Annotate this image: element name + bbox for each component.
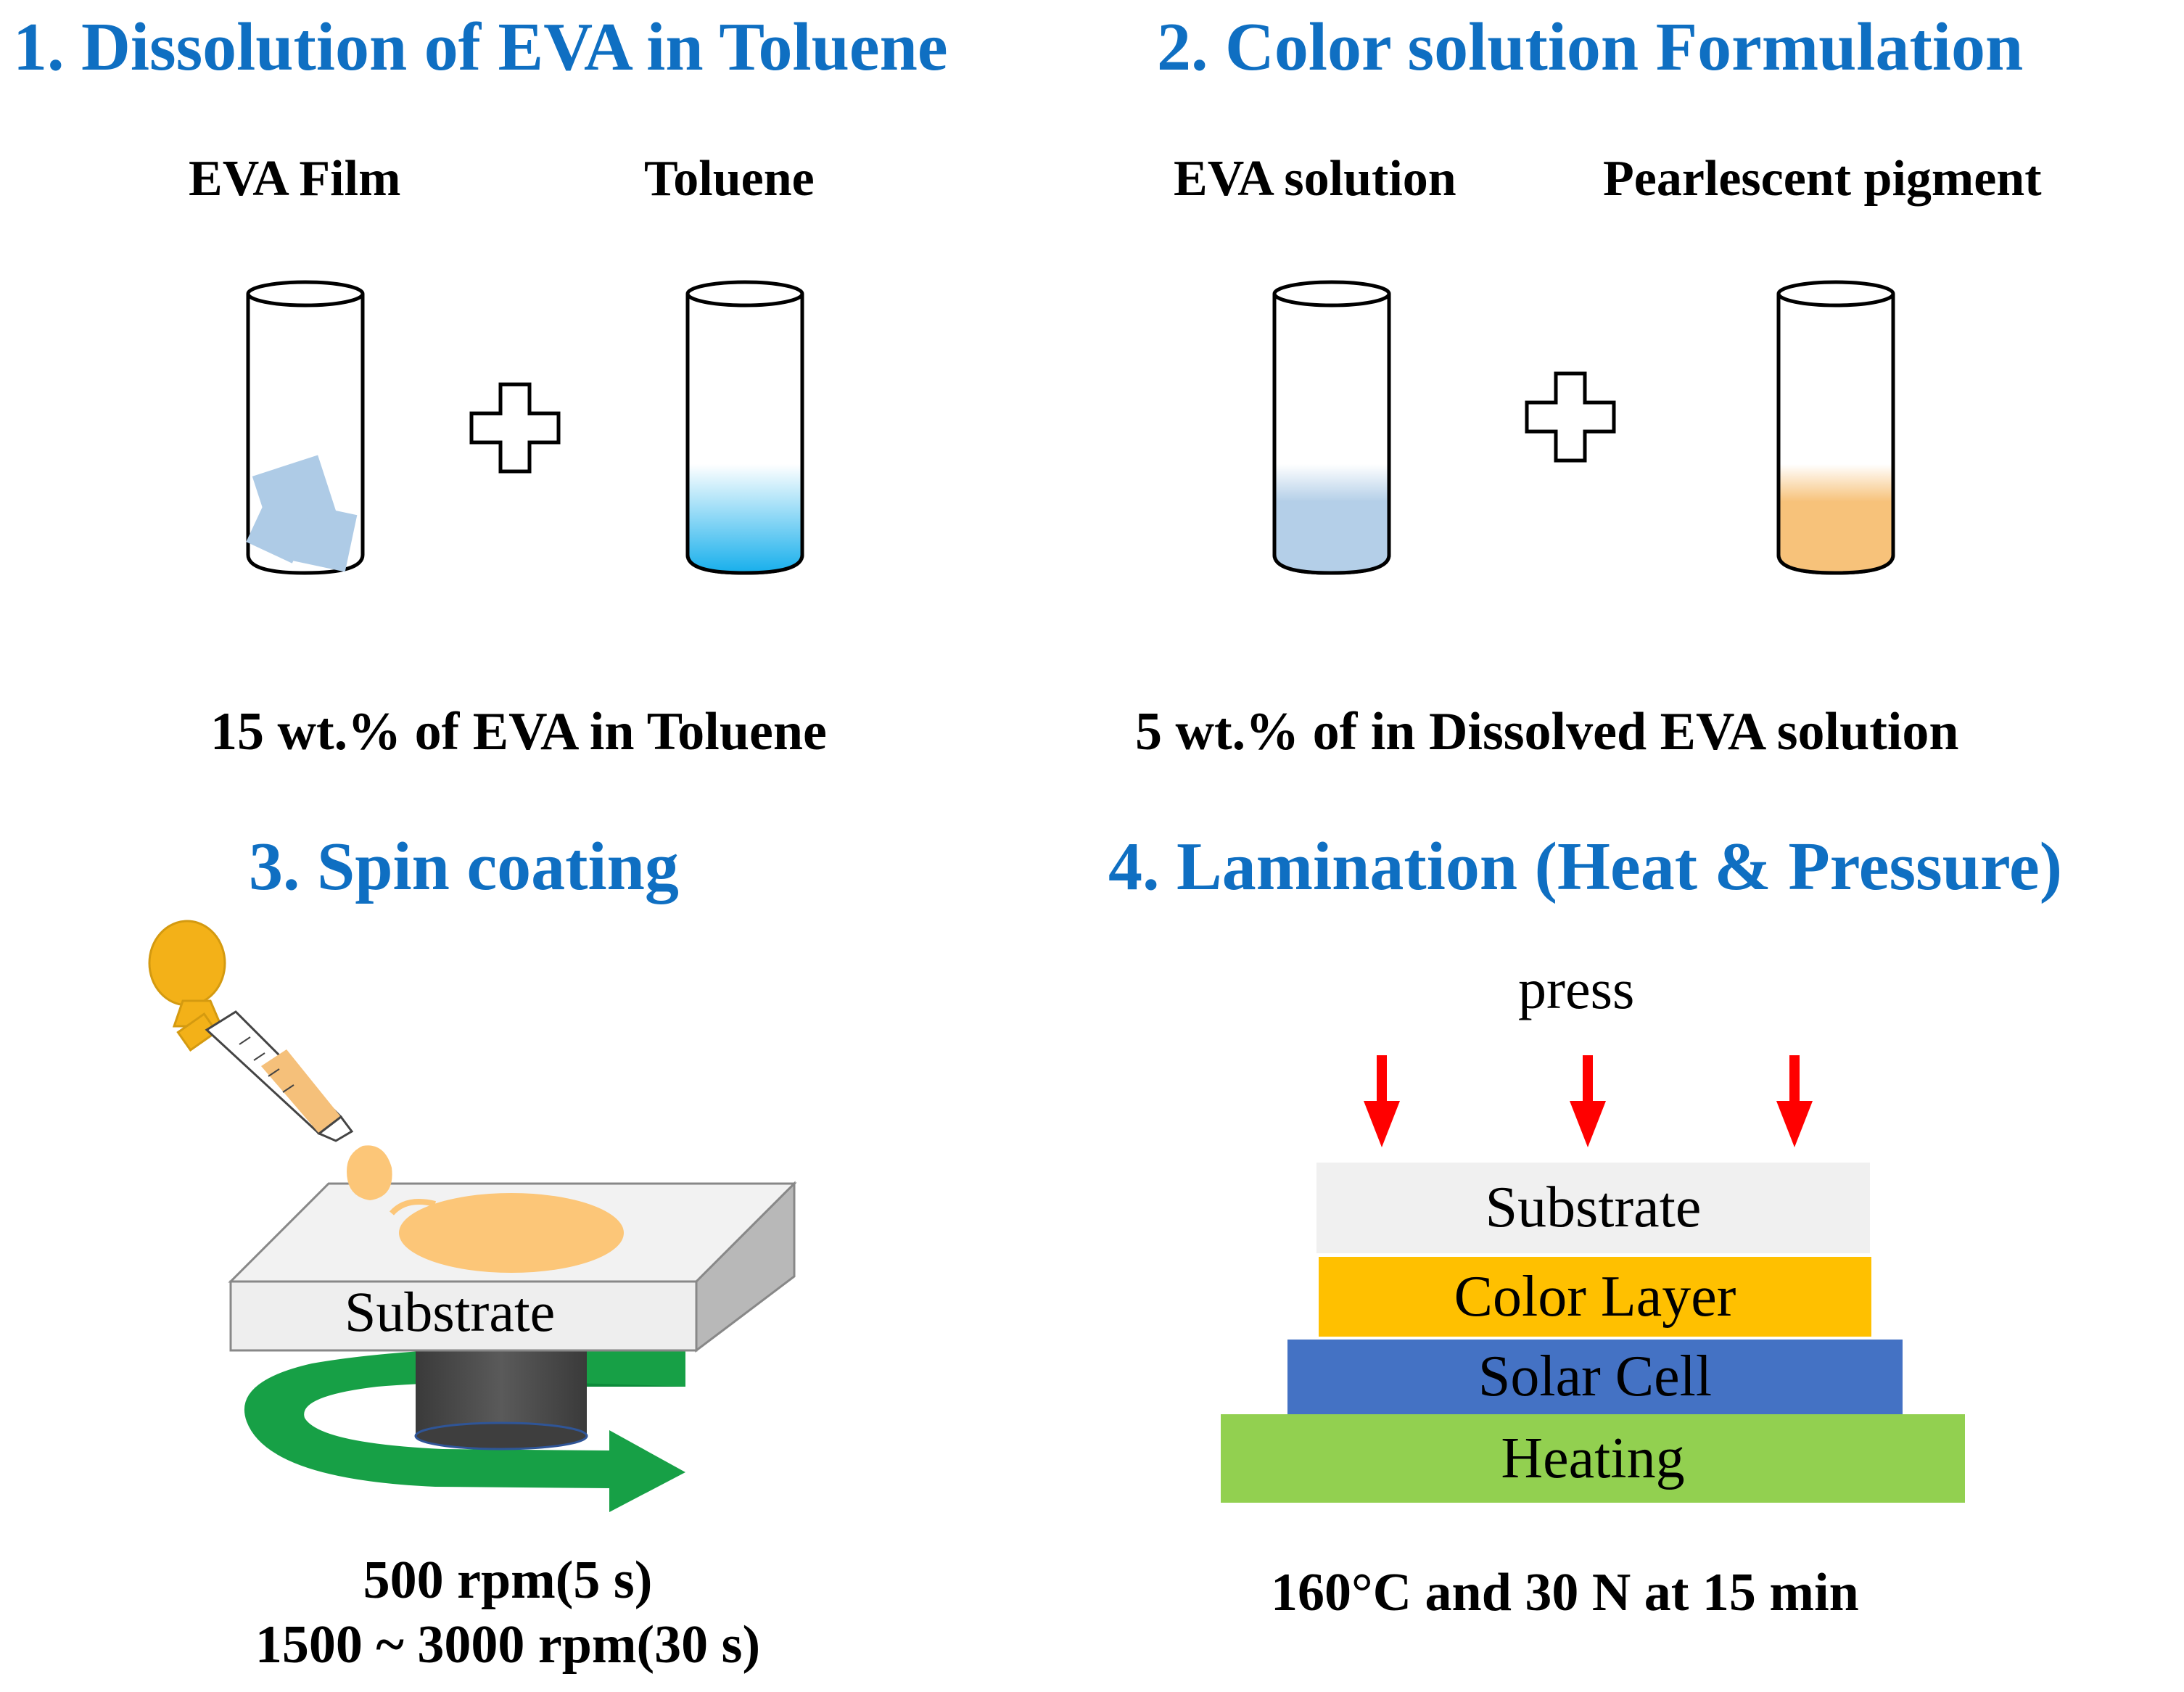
press-arrow-icon — [1570, 1055, 1606, 1147]
step3-title: 3. Spin coating — [249, 829, 679, 904]
pearlescent-pigment-label: Pearlescent pigment — [1603, 151, 2042, 207]
plus-icon — [469, 382, 561, 474]
layer-color: Color Layer — [1319, 1257, 1871, 1337]
toluene-label: Toluene — [644, 151, 815, 207]
dropper-icon — [148, 920, 354, 1142]
layer-substrate: Substrate — [1316, 1163, 1870, 1253]
eva-solution-label: EVA solution — [1174, 151, 1456, 207]
layer-solar-cell: Solar Cell — [1287, 1340, 1903, 1414]
press-label: press — [1518, 957, 1635, 1020]
step1-condition: 15 wt.% of EVA in Toluene — [210, 702, 827, 762]
step3-condition-line2: 1500 ~ 3000 rpm(30 s) — [255, 1614, 761, 1675]
droplet-icon — [347, 1145, 392, 1200]
press-arrow-icon — [1364, 1055, 1400, 1147]
eva-solution-tube — [1272, 280, 1391, 575]
spin-substrate — [228, 1181, 797, 1353]
step1-title: 1. Dissolution of EVA in Toluene — [13, 9, 948, 85]
pigment-tube — [1776, 280, 1895, 575]
plus-icon — [1525, 371, 1616, 463]
step3-condition: 500 rpm(5 s) 1500 ~ 3000 rpm(30 s) — [218, 1548, 798, 1677]
eva-film-tube — [246, 280, 365, 575]
eva-film-pieces — [246, 455, 358, 572]
press-arrow-icon — [1776, 1055, 1813, 1147]
step2-condition: 5 wt.% of in Dissolved EVA solution — [1135, 702, 1959, 762]
step2-title: 2. Color solution Formulation — [1157, 9, 2024, 85]
step4-title: 4. Lamination (Heat & Pressure) — [1108, 829, 2062, 904]
press-arrows — [1364, 1055, 1813, 1147]
step4-condition: 160°C and 30 N at 15 min — [1271, 1563, 1859, 1622]
toluene-tube — [685, 280, 804, 575]
step3-condition-line1: 500 rpm(5 s) — [363, 1551, 653, 1610]
spin-substrate-label: Substrate — [345, 1280, 556, 1343]
spin-motor — [414, 1349, 588, 1450]
layer-heating: Heating — [1221, 1414, 1965, 1503]
eva-film-label: EVA Film — [189, 151, 401, 207]
